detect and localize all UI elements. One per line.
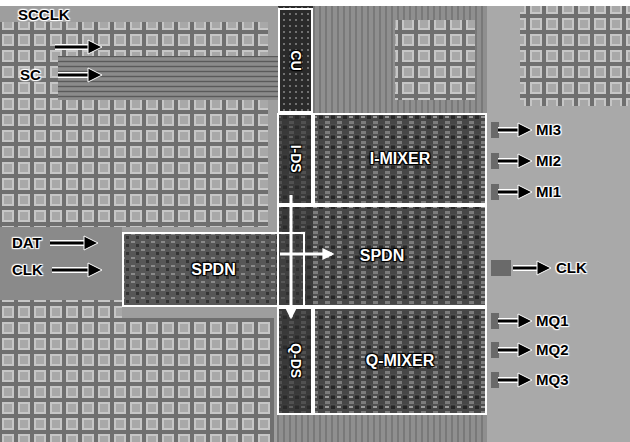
pin-wrap: MI3 bbox=[536, 121, 561, 139]
driver-block: I-DS bbox=[277, 113, 313, 205]
block-label: Q-MIXER bbox=[366, 352, 434, 370]
input-routing bbox=[0, 227, 122, 300]
pin-wrap: SC bbox=[20, 66, 41, 84]
spdn-block: SPDN bbox=[277, 205, 487, 307]
pin-wrap: MQ3 bbox=[536, 371, 569, 389]
pin-wrap: DAT bbox=[12, 234, 42, 252]
pin-wrap: MI2 bbox=[536, 152, 561, 170]
routing-area bbox=[277, 415, 487, 442]
pad-array bbox=[0, 22, 268, 227]
control-unit-block: CU bbox=[278, 8, 313, 113]
pin-wrap: CLK bbox=[12, 261, 43, 279]
output-region bbox=[487, 6, 630, 442]
pin-name: MQ1 bbox=[536, 312, 569, 329]
block-label: I-DS bbox=[287, 145, 302, 173]
driver-column bbox=[277, 113, 313, 415]
pin-wrap: MI1 bbox=[536, 183, 561, 201]
pin-arrow bbox=[50, 40, 551, 387]
mixer-block: I-MIXER bbox=[313, 113, 487, 205]
driver-block: Q-DS bbox=[277, 307, 313, 415]
mixer-core-circuit bbox=[277, 113, 487, 415]
pin-wrap: MQ2 bbox=[536, 341, 569, 359]
pin-name: SCCLK bbox=[18, 6, 70, 23]
pin-wrap: MQ1 bbox=[536, 312, 569, 330]
pin-name: SC bbox=[20, 66, 41, 83]
signal-arrow bbox=[280, 253, 332, 256]
block-label: SPDN bbox=[360, 247, 404, 265]
pin-name: MI1 bbox=[536, 183, 561, 200]
pin-name: MI2 bbox=[536, 152, 561, 169]
pin-wrap: CLK bbox=[556, 259, 587, 277]
block-label: CU bbox=[288, 50, 303, 70]
mixer-block: Q-MIXER bbox=[313, 307, 487, 415]
pin-name: CLK bbox=[556, 259, 587, 276]
page-margin bbox=[0, 0, 630, 6]
pad-array bbox=[520, 6, 630, 106]
routing-area bbox=[313, 6, 487, 113]
pin-name: MI3 bbox=[536, 121, 561, 138]
block-label: SPDN bbox=[191, 261, 235, 279]
pin-name: MQ3 bbox=[536, 371, 569, 388]
pin-wrap: SCCLK bbox=[18, 6, 70, 24]
pad-array bbox=[0, 300, 122, 442]
signal-arrow bbox=[290, 195, 293, 317]
pin-name: CLK bbox=[12, 261, 43, 278]
block-label: Q-DS bbox=[287, 343, 302, 378]
pin-name: MQ2 bbox=[536, 341, 569, 358]
block-label: I-MIXER bbox=[370, 150, 430, 168]
control-bus bbox=[58, 56, 278, 100]
control-unit-circuit bbox=[278, 6, 313, 113]
pin-name: DAT bbox=[12, 234, 42, 251]
pad-array bbox=[122, 318, 274, 442]
decap-array bbox=[395, 20, 475, 100]
